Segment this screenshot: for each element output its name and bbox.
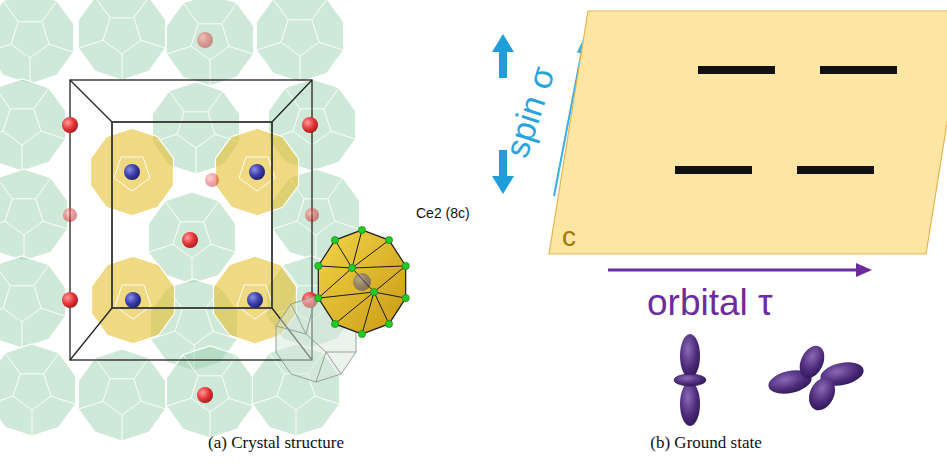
- red-atom: [197, 387, 213, 403]
- green-polyhedron: [0, 169, 68, 261]
- green-polyhedron: [0, 256, 66, 348]
- yellow-polyhedron: [91, 128, 174, 215]
- orbital-axis-line: [608, 269, 858, 272]
- ligand-dot: [358, 330, 365, 337]
- green-polyhedron: [0, 0, 74, 84]
- red-atom: [305, 208, 319, 222]
- green-polyhedra: [0, 0, 360, 441]
- orbital-lobe: [680, 334, 700, 378]
- red-atom: [205, 173, 219, 187]
- blue-atoms: [124, 164, 265, 308]
- green-polyhedron: [0, 79, 66, 171]
- energy-level: [797, 166, 874, 174]
- yellow-polyhedron: [216, 128, 299, 215]
- ce2-outline: [318, 230, 405, 334]
- plane-shape: [548, 10, 947, 255]
- orbital-torus: [674, 374, 706, 386]
- blue-atom: [125, 292, 141, 308]
- ligand-dot: [385, 237, 392, 244]
- energy-level: [820, 66, 897, 74]
- red-atom: [62, 292, 78, 308]
- ligand-dots: [315, 226, 410, 337]
- ce2-polyhedron: [315, 226, 410, 337]
- yellow-polyhedron: [92, 256, 175, 343]
- label-anchor: (a) Crystal structure: [208, 433, 344, 453]
- energy-level: [698, 66, 775, 74]
- ce2-atom: [353, 273, 371, 291]
- axis-label: orbital τ: [647, 282, 773, 325]
- dz2-orbital: [674, 334, 706, 426]
- ligand-dot: [402, 262, 409, 269]
- orbital-lobe: [804, 374, 840, 415]
- axis-label: spin σ: [497, 62, 563, 162]
- red-atom: [62, 117, 78, 133]
- spin-up-arrow: [492, 34, 514, 78]
- blue-atom: [124, 164, 140, 180]
- subfigure-caption: (b) Ground state: [650, 433, 761, 453]
- yellow-polyhedra: [91, 128, 299, 343]
- blue-atom: [249, 164, 265, 180]
- red-atom: [302, 117, 318, 133]
- cell-front-face: [70, 80, 312, 360]
- label-anchor: orbital τ: [647, 282, 773, 325]
- label-anchor: spin σ: [497, 62, 563, 162]
- green-polyhedron: [166, 0, 253, 86]
- subfigure-caption: (a) Crystal structure: [208, 433, 344, 453]
- ligand-dot: [315, 295, 322, 302]
- red-atom: [63, 208, 77, 222]
- green-polyhedron: [0, 344, 76, 436]
- ligand-dot: [331, 237, 338, 244]
- blue-atom: [247, 292, 263, 308]
- parallelogram-plane: c: [548, 10, 947, 255]
- unit-cell-frame: [70, 80, 312, 360]
- plane-label: c: [562, 222, 947, 253]
- orbital-lobe: [795, 342, 829, 382]
- label-anchor: Ce2 (8c): [416, 204, 470, 222]
- cell-back-face: [112, 122, 272, 308]
- green-polyhedron: [78, 349, 165, 441]
- green-polyhedron: [78, 0, 165, 80]
- cell-edges: [70, 80, 312, 360]
- label-anchor: (b) Ground state: [650, 433, 761, 453]
- plane-outline: [549, 11, 947, 254]
- energy-level: [675, 166, 752, 174]
- red-atom: [182, 232, 198, 248]
- ligand-dot: [315, 262, 322, 269]
- orbital-lobe: [680, 382, 700, 426]
- ce2-edges: [318, 230, 405, 334]
- ligand-dot: [348, 264, 355, 271]
- ligand-dot: [358, 226, 365, 233]
- orbital-axis: [608, 263, 872, 277]
- clover-orbital: [766, 342, 866, 415]
- orbital-axis-head: [856, 263, 872, 277]
- red-atom: [197, 32, 213, 48]
- ligand-dot: [402, 295, 409, 302]
- site-label: Ce2 (8c): [416, 205, 470, 221]
- ligand-dot: [385, 320, 392, 327]
- ligand-dot: [331, 320, 338, 327]
- green-polyhedron: [256, 0, 343, 82]
- ligand-dot: [370, 288, 377, 295]
- spin-down-arrow: [492, 150, 514, 194]
